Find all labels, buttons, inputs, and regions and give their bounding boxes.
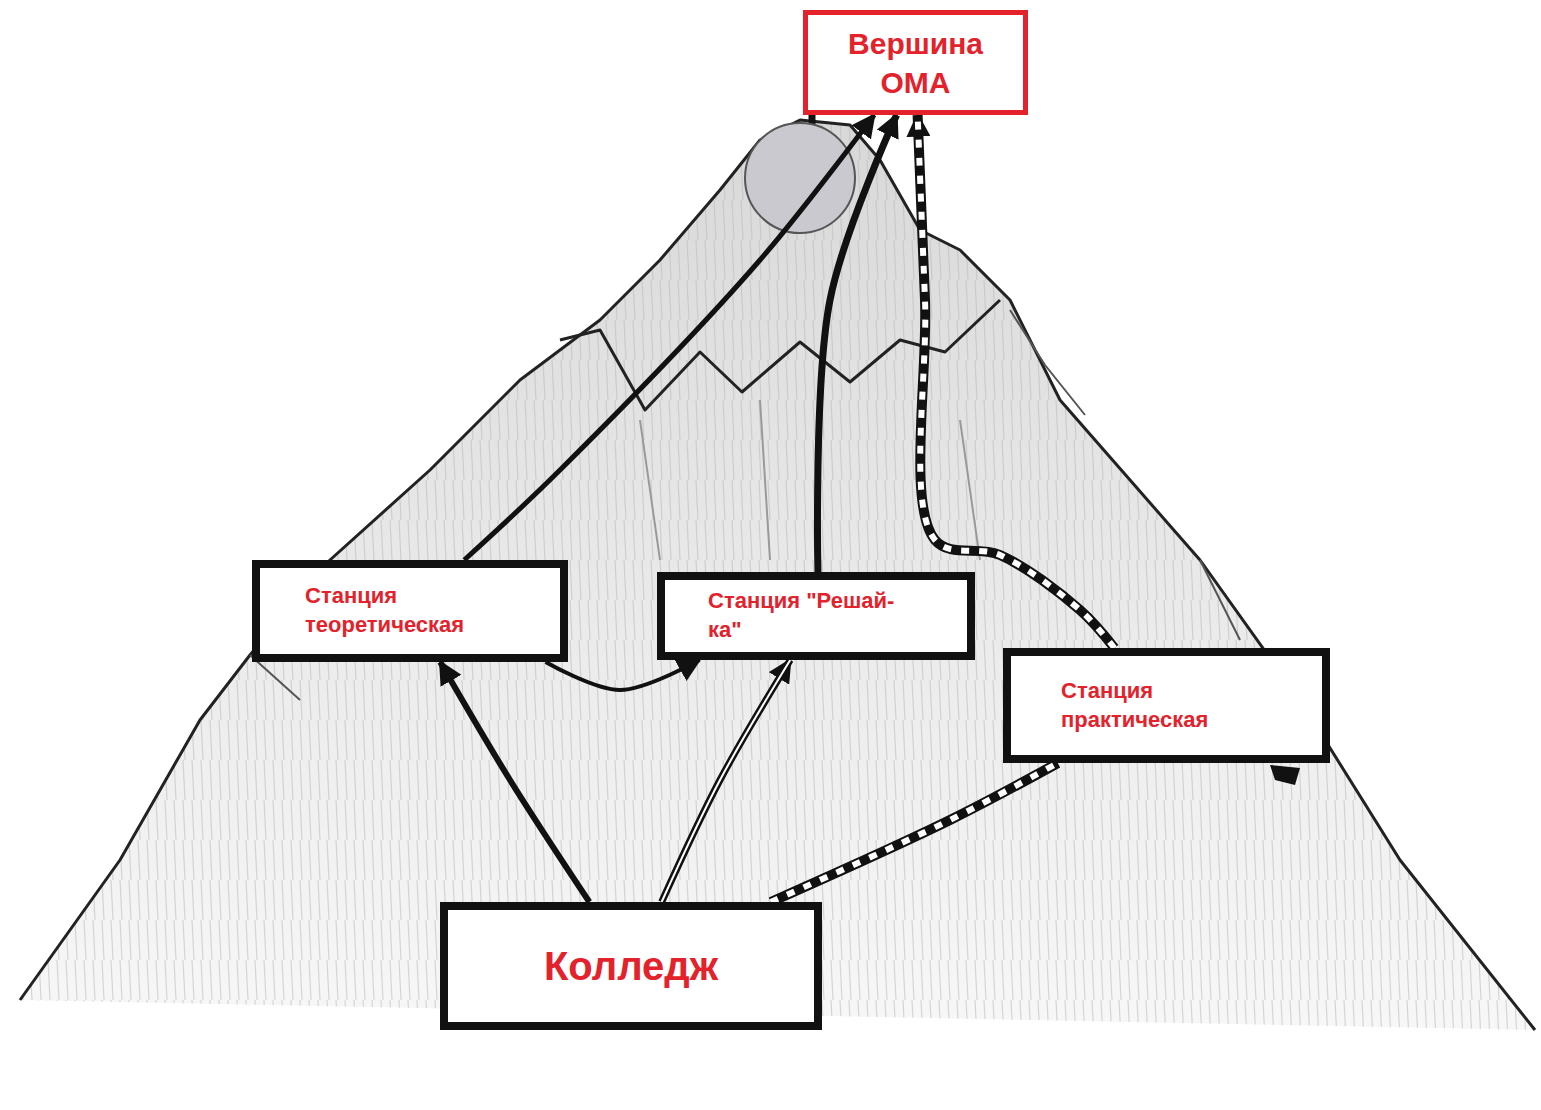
connector xyxy=(464,115,874,560)
college-box: Колледж xyxy=(440,902,822,1030)
rock-mark xyxy=(1270,765,1300,785)
node-label: Станция теоретическая xyxy=(305,582,520,639)
connector-group xyxy=(918,115,1115,648)
connector xyxy=(440,662,589,902)
station-box: Станция практическая xyxy=(1003,648,1330,763)
node-label: Вершина ОМА xyxy=(836,24,996,102)
connector xyxy=(662,660,791,902)
summit-box: Вершина ОМА xyxy=(803,10,1028,115)
connector-group xyxy=(546,660,700,690)
mountain-fill xyxy=(20,120,1535,1030)
connector xyxy=(771,763,1058,902)
mountain-hatching xyxy=(20,120,1535,1030)
connector xyxy=(918,115,1115,648)
node-label: Колледж xyxy=(544,940,718,992)
connector-group xyxy=(818,115,897,572)
node-label: Станция практическая xyxy=(1061,677,1271,734)
summit-circle xyxy=(745,123,855,233)
connector-group xyxy=(464,115,874,560)
node-label: Станция "Решай-ка" xyxy=(708,587,908,644)
connector-stripes xyxy=(918,115,1115,648)
connector xyxy=(818,115,897,572)
connector-stripes xyxy=(771,763,1058,902)
connector-group xyxy=(440,662,589,902)
snow-ridge xyxy=(560,300,1000,410)
connector-group xyxy=(771,763,1058,902)
ridge-line xyxy=(250,310,1240,700)
station-box: Станция теоретическая xyxy=(252,560,568,662)
station-box: Станция "Решай-ка" xyxy=(657,572,975,660)
mountain-outline xyxy=(20,120,1535,1030)
connector-group xyxy=(662,660,791,902)
connector xyxy=(546,660,700,690)
connector-inner xyxy=(662,660,791,902)
